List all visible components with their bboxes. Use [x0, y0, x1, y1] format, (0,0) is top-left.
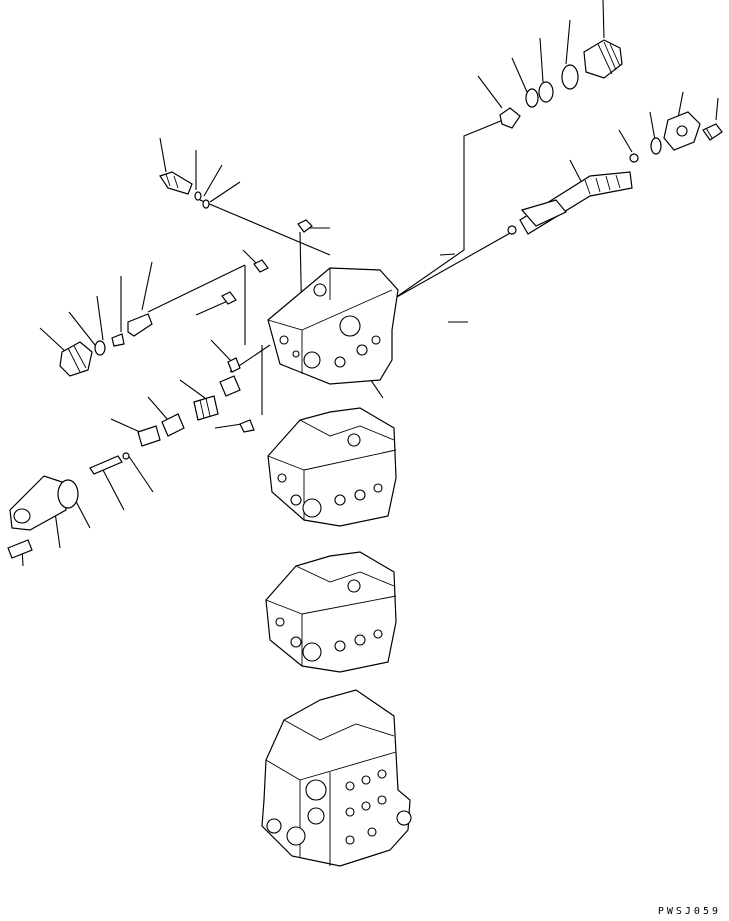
valve-section-3: [265, 551, 397, 673]
spool-assembly-right: [507, 111, 723, 235]
plug-assembly-top-right: [499, 39, 623, 129]
plug-assembly-left: [59, 313, 153, 377]
small-parts-upper-left: [159, 171, 313, 305]
spool-valve-block-top: [267, 267, 399, 385]
sleeve-spring-left: [137, 357, 255, 447]
valve-section-2: [267, 407, 397, 527]
drawing-code: PWSJ059: [657, 906, 721, 917]
valve-body-end: [261, 689, 412, 867]
cover-assembly-lower-left: [7, 452, 130, 559]
leader-lines: [21, 0, 719, 567]
